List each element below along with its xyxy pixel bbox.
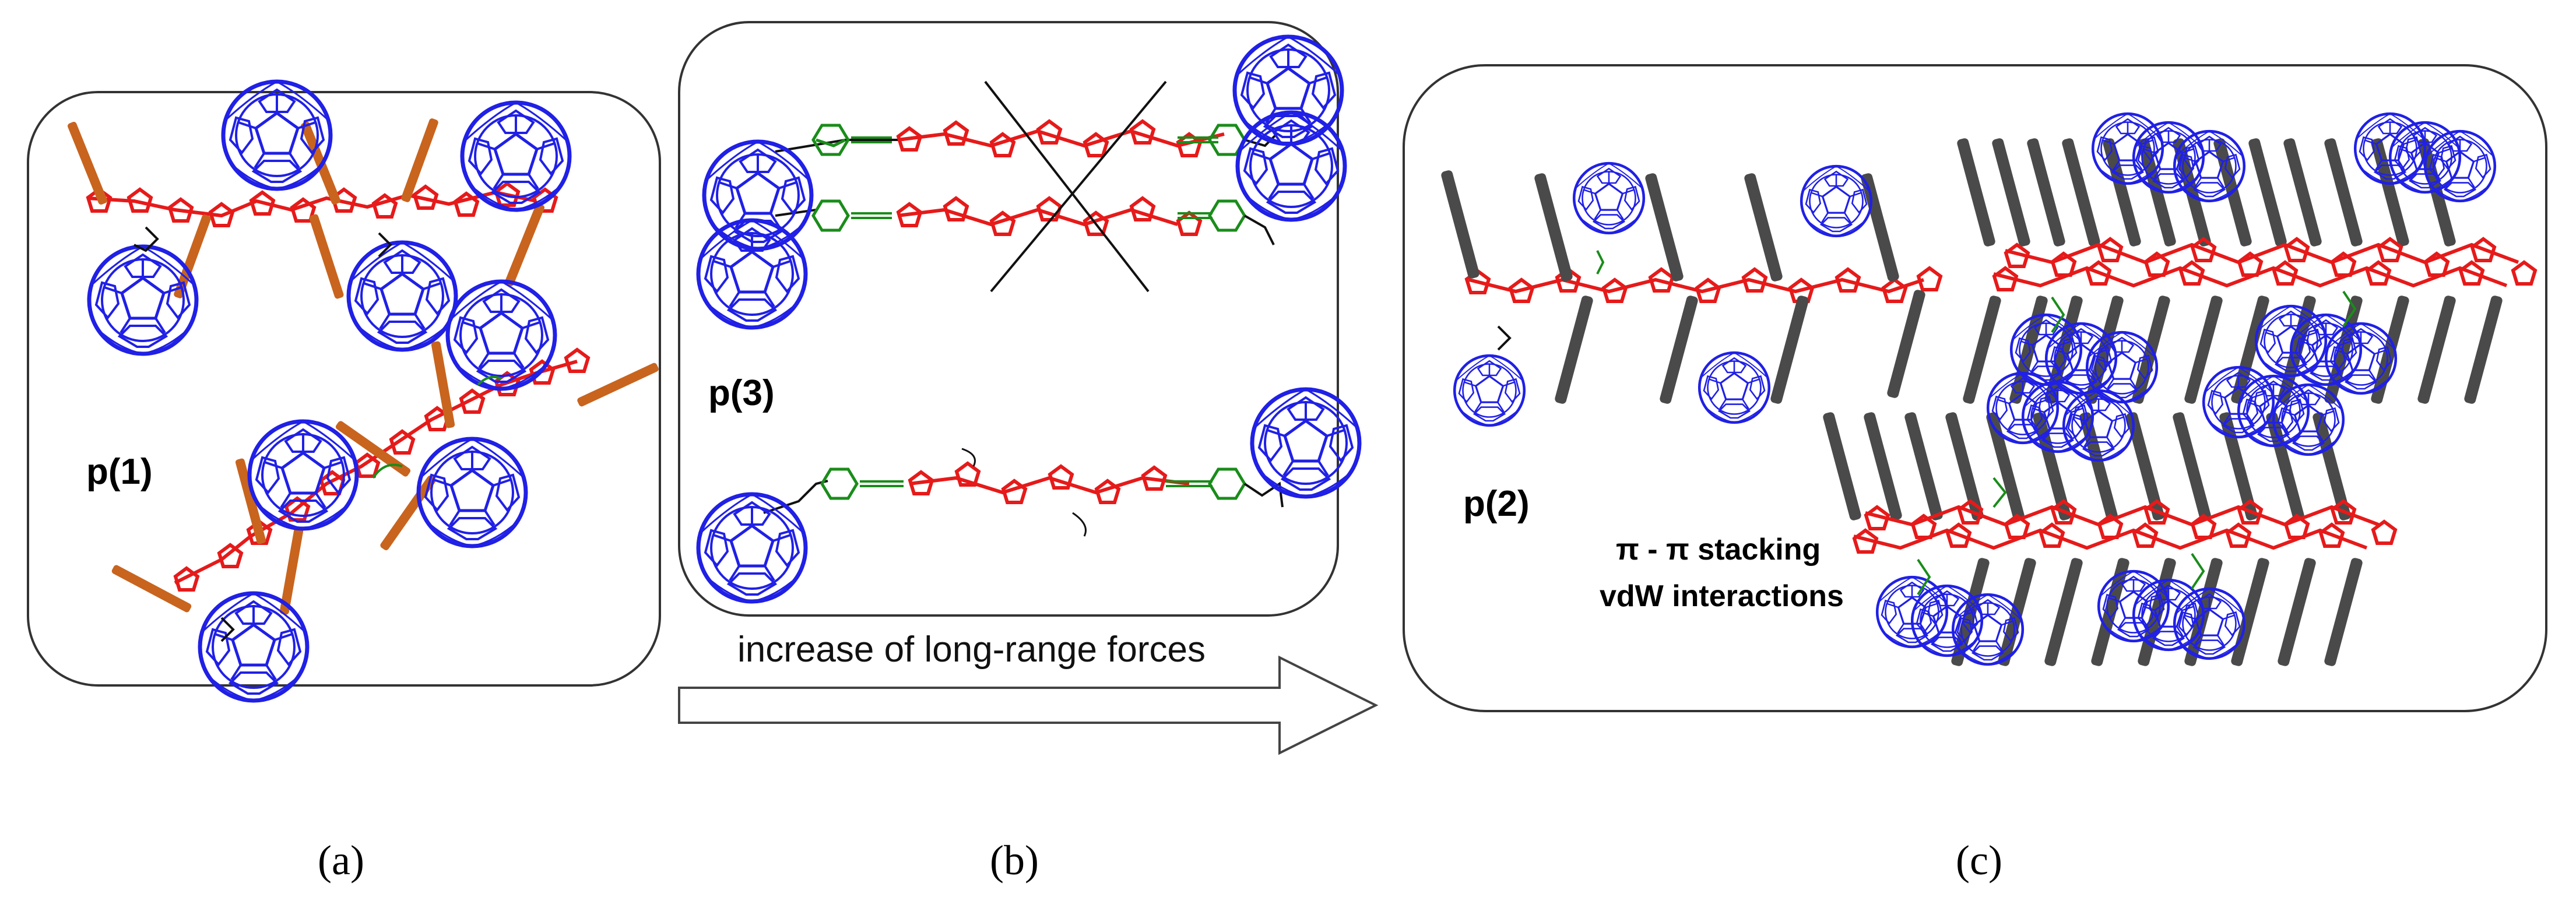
panel-a-molecule-label: p(1) — [86, 452, 153, 492]
panel-c: p(2) π - π stacking vdW interactions — [1403, 64, 2547, 712]
panel-a: p(1) — [27, 82, 661, 701]
panel-a-frame — [27, 91, 661, 687]
panel-b-frame — [678, 21, 1339, 617]
panel-b: p(3) — [678, 21, 1359, 617]
panel-c-stacked-assembly-lower — [1822, 367, 2395, 667]
arrow-shape — [678, 655, 1379, 755]
panel-b-cross-line-1 — [984, 80, 1150, 293]
arrow-label: increase of long-range forces — [737, 629, 1206, 670]
long-range-forces-arrow: increase of long-range forces — [678, 629, 1379, 755]
panel-c-label: (c) — [1956, 837, 2002, 884]
panel-a-label: (a) — [318, 837, 364, 884]
panel-a-lower-chain — [111, 282, 660, 701]
panel-b-bottom-chain — [698, 389, 1359, 602]
panel-a-upper-chain — [66, 82, 570, 354]
panel-b-top-chains — [698, 37, 1345, 328]
vdw-interactions-label: vdW interactions — [1600, 579, 1844, 613]
panel-c-stacked-assembly-upper — [1956, 114, 2535, 405]
panel-b-cross-line-2 — [990, 80, 1167, 293]
panel-c-single-chain — [1440, 163, 1941, 425]
panel-b-label: (b) — [990, 837, 1039, 884]
pi-stacking-label: π - π stacking — [1616, 533, 1821, 567]
panel-c-frame — [1403, 64, 2547, 712]
panel-b-molecule-label: p(3) — [708, 373, 775, 413]
panel-c-molecule-label: p(2) — [1463, 484, 1530, 524]
